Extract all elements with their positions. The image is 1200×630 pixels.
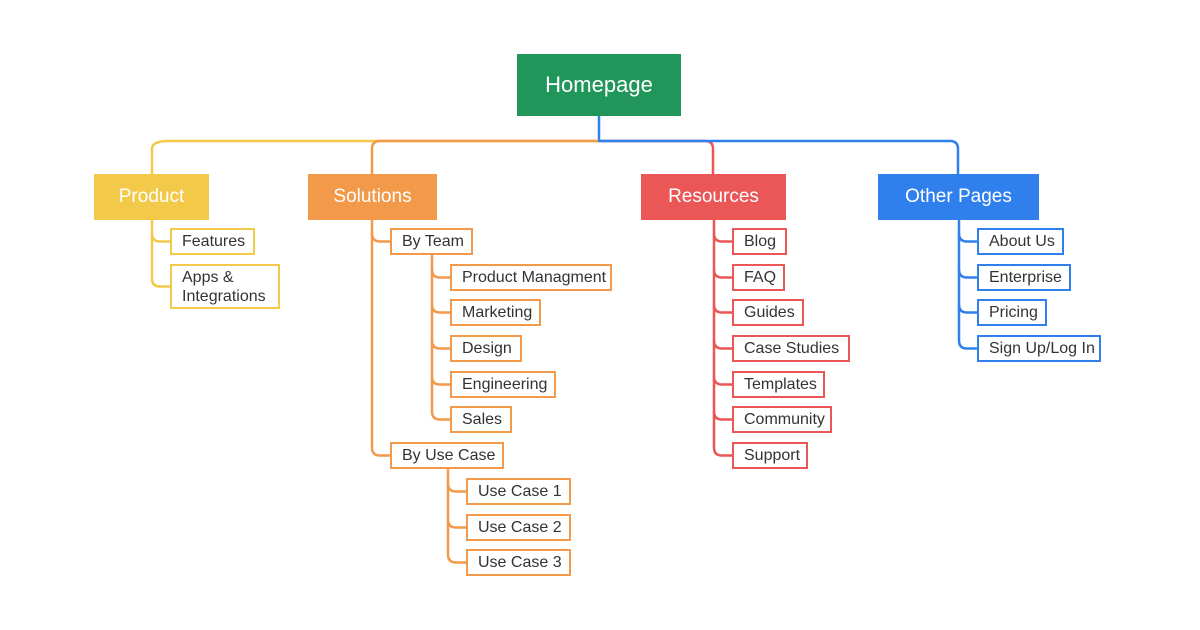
node-about-us: About Us <box>977 228 1064 255</box>
node-use-case-2: Use Case 2 <box>466 514 571 541</box>
node-enterprise: Enterprise <box>977 264 1071 291</box>
node-sales: Sales <box>450 406 512 433</box>
connector-by-use-case-branch-0 <box>446 482 468 493</box>
connector-other-pages-branch-2 <box>957 303 979 314</box>
node-by-team: By Team <box>390 228 473 255</box>
connector-resources-branch-2 <box>712 303 734 314</box>
node-templates: Templates <box>732 371 825 398</box>
connector-solutions-branch-0 <box>370 232 392 243</box>
connector-resources-branch-1 <box>712 268 734 279</box>
connector-to-product <box>150 139 601 176</box>
connector-other-pages-trunk <box>957 218 979 350</box>
node-case-studies: Case Studies <box>732 335 850 362</box>
connector-by-team-branch-1 <box>430 303 452 314</box>
node-by-use-case: By Use Case <box>390 442 504 469</box>
node-use-case-3: Use Case 3 <box>466 549 571 576</box>
node-product: Product <box>94 174 209 220</box>
connector-by-team-branch-2 <box>430 339 452 350</box>
connector-by-team-branch-0 <box>430 268 452 279</box>
node-features: Features <box>170 228 255 255</box>
node-support: Support <box>732 442 808 469</box>
connector-resources-branch-4 <box>712 375 734 386</box>
connector-resources-branch-0 <box>712 232 734 243</box>
node-marketing: Marketing <box>450 299 541 326</box>
connector-resources-trunk <box>712 218 734 457</box>
node-community: Community <box>732 406 832 433</box>
node-homepage: Homepage <box>517 54 681 116</box>
connector-to-resources <box>597 139 715 176</box>
connector-to-solutions <box>370 139 601 176</box>
connector-by-team-trunk <box>430 253 452 421</box>
connector-by-use-case-trunk <box>446 467 468 564</box>
node-engineering: Engineering <box>450 371 556 398</box>
connector-resources-branch-5 <box>712 410 734 421</box>
node-solutions: Solutions <box>308 174 437 220</box>
connector-to-other-pages <box>597 139 960 176</box>
connector-product-trunk <box>150 218 172 288</box>
node-apps-integrations: Apps & Integrations <box>170 264 280 309</box>
connector-by-use-case-branch-1 <box>446 518 468 529</box>
node-sign-up-log-in: Sign Up/Log In <box>977 335 1101 362</box>
connector-resources-branch-3 <box>712 339 734 350</box>
node-use-case-1: Use Case 1 <box>466 478 571 505</box>
node-other-pages: Other Pages <box>878 174 1039 220</box>
connector-other-pages-branch-0 <box>957 232 979 243</box>
node-pricing: Pricing <box>977 299 1047 326</box>
node-resources: Resources <box>641 174 786 220</box>
connector-solutions-trunk <box>370 218 392 457</box>
node-blog: Blog <box>732 228 787 255</box>
connector-other-pages-branch-1 <box>957 268 979 279</box>
node-guides: Guides <box>732 299 804 326</box>
node-product-managment: Product Managment <box>450 264 612 291</box>
connector-by-team-branch-3 <box>430 375 452 386</box>
node-faq: FAQ <box>732 264 785 291</box>
connector-product-branch-0 <box>150 232 172 243</box>
node-design: Design <box>450 335 522 362</box>
